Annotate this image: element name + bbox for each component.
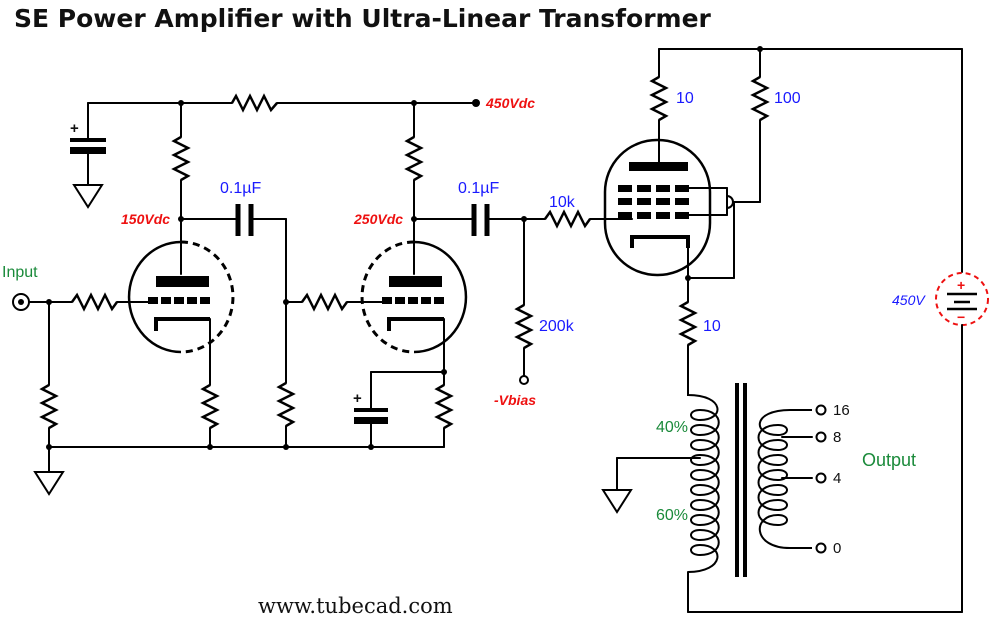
supply-rail-450vdc: 450Vdc (87, 93, 535, 113)
v1-triode-tube (127, 240, 235, 386)
v2-grid-resistor (276, 299, 303, 448)
tap-4-label: 4 (833, 470, 841, 487)
terminal-8 (815, 431, 827, 443)
v2-triode-tube (360, 240, 468, 386)
r-g2b-label: 100 (774, 90, 801, 107)
input-grid-resistor (33, 301, 65, 496)
v2-plate-voltage: 250Vdc (353, 211, 403, 227)
battery-450v: + − (935, 272, 989, 613)
terminal-4 (815, 472, 827, 484)
cap-plus-sign: + (70, 120, 79, 137)
bias-resistor-200k (514, 218, 534, 385)
battery-plus: + (957, 277, 965, 293)
screen-resistor-10 (649, 48, 669, 163)
coupling-capacitor-2 (413, 204, 546, 236)
cap2-label: 0.1µF (458, 180, 499, 197)
v2-cathode-resistor (434, 383, 454, 448)
v2-cathode-bypass-capacitor: + (353, 371, 445, 448)
r-grid-label: 10k (549, 194, 576, 211)
schematic-title: SE Power Amplifier with Ultra-Linear Tra… (14, 4, 712, 33)
r-bias-label: 200k (539, 318, 575, 335)
v1-plate-voltage: 150Vdc (121, 211, 170, 227)
v1-plate-resistor (171, 102, 191, 275)
output-pentode-tube (603, 138, 761, 277)
pentode-cathode-wiring (685, 201, 735, 303)
v2-grid-stopper (300, 292, 383, 312)
battery-minus: − (957, 309, 965, 325)
tap-40-label: 40% (656, 419, 688, 436)
battery-label: 450V (892, 292, 926, 308)
output-transformer (601, 383, 963, 613)
coupling-capacitor-1 (180, 204, 287, 384)
screen-resistor-100 (750, 46, 770, 203)
r-plate-label: 10 (703, 318, 721, 335)
plate-resistor-10 (678, 300, 698, 391)
input-label: Input (2, 264, 38, 281)
tap-0-label: 0 (833, 540, 841, 557)
tap-60-label: 60% (656, 507, 688, 524)
cap-plus-sign-2: + (353, 390, 362, 407)
r-g2-label: 10 (676, 90, 694, 107)
terminal-0 (815, 542, 827, 554)
terminal-16 (815, 404, 827, 416)
tap-16-label: 16 (833, 402, 850, 419)
input-jack (12, 292, 149, 312)
supply-terminal-dot (472, 99, 480, 107)
supply-top-label: 450Vdc (485, 95, 535, 111)
vbias-label: -Vbias (494, 392, 536, 408)
output-label: Output (862, 450, 916, 470)
tap-8-label: 8 (833, 429, 841, 446)
website-footer: www.tubecad.com (258, 594, 453, 618)
filter-capacitor-left: + (70, 102, 106, 209)
cap1-label: 0.1µF (220, 180, 261, 197)
v2-plate-resistor (178, 100, 424, 275)
v1-cathode-resistor (200, 383, 220, 448)
